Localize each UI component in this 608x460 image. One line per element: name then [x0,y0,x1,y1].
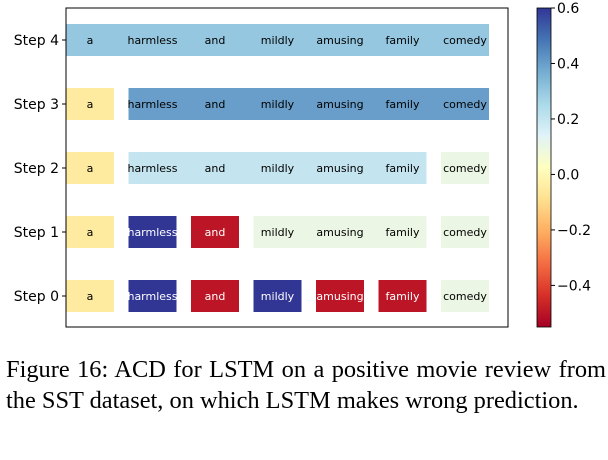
heatmap-cell [128,152,427,184]
cell-word-label: harmless [127,162,177,175]
cell-word-label: harmless [127,226,177,239]
cell-word-label: and [205,34,226,47]
cell-word-label: harmless [127,98,177,111]
y-tick-label: Step 3 [14,97,59,113]
cell-word-label: amusing [316,162,363,175]
cell-word-label: harmless [127,290,177,303]
cell-word-label: and [205,162,226,175]
y-tick-label: Step 2 [14,161,59,177]
heatmap-cell [66,280,114,312]
cell-word-label: a [87,98,94,111]
heatmap-cell [128,280,177,312]
colorbar-axis: −0.4 −0.2 0.0 0.2 0.4 0.6 [551,1,591,294]
cell-word-label: a [87,162,94,175]
colorbar-tick-label: −0.2 [557,223,591,239]
cell-word-label: amusing [316,34,363,47]
y-tick-label: Step 4 [14,33,59,49]
colorbar-tick-label: 0.2 [557,112,579,128]
y-axis: Step 4 Step 3 Step 2 Step 1 Step 0 [14,33,66,305]
heatmap-cell [253,216,427,248]
acd-heatmap-figure: a harmless and mildly amusing family comedy a ha… [14,1,591,328]
colorbar-tick-label: 0.0 [557,167,579,183]
heatmap-cell [378,280,427,312]
cell-word-label: mildly [261,34,295,47]
heatmap-cell [191,280,239,312]
cell-word-label: comedy [443,290,487,303]
cell-word-label: and [205,290,226,303]
heatmap-cell [441,152,489,184]
heatmap-cell [66,88,114,120]
heatmap-cell [128,88,489,120]
cell-word-label: comedy [443,34,487,47]
heatmap-cell [253,280,302,312]
cell-word-label: harmless [127,34,177,47]
heatmap-cell [191,216,239,248]
cell-word-label: comedy [443,162,487,175]
cell-word-label: mildly [261,226,295,239]
heatmap-cell [128,216,177,248]
y-tick-label: Step 0 [14,289,59,305]
cell-word-label: mildly [261,162,295,175]
heatmap-cell [66,216,114,248]
colorbar-tick-label: 0.6 [557,1,579,17]
cell-word-label: family [386,162,420,175]
cell-word-label: comedy [443,226,487,239]
cell-word-label: comedy [443,98,487,111]
heatmap-cell [316,280,364,312]
cell-word-label: mildly [261,290,295,303]
heatmap-cell [441,216,489,248]
cell-word-label: family [386,290,420,303]
cell-word-label: amusing [316,290,363,303]
cell-word-label: mildly [261,98,295,111]
cell-word-label: a [87,226,94,239]
cell-word-label: family [386,34,420,47]
cell-word-label: family [386,98,420,111]
cell-word-label: amusing [316,98,363,111]
colorbar-tick-label: −0.4 [557,278,591,294]
heatmap-cell [441,280,489,312]
cell-word-label: a [87,34,94,47]
heatmap-cell [66,24,489,56]
colorbar [536,7,552,328]
cell-word-label: amusing [316,226,363,239]
heatmap-cell [66,152,114,184]
heatmap-cells: a harmless and mildly amusing family comedy a ha… [66,24,489,312]
cell-word-label: and [205,226,226,239]
colorbar-tick-label: 0.4 [557,56,579,72]
cell-word-label: and [205,98,226,111]
cell-word-label: family [386,226,420,239]
cell-word-label: a [87,290,94,303]
figure-caption: Figure 16: ACD for LSTM on a positive mo… [6,356,606,414]
y-tick-label: Step 1 [14,225,59,241]
